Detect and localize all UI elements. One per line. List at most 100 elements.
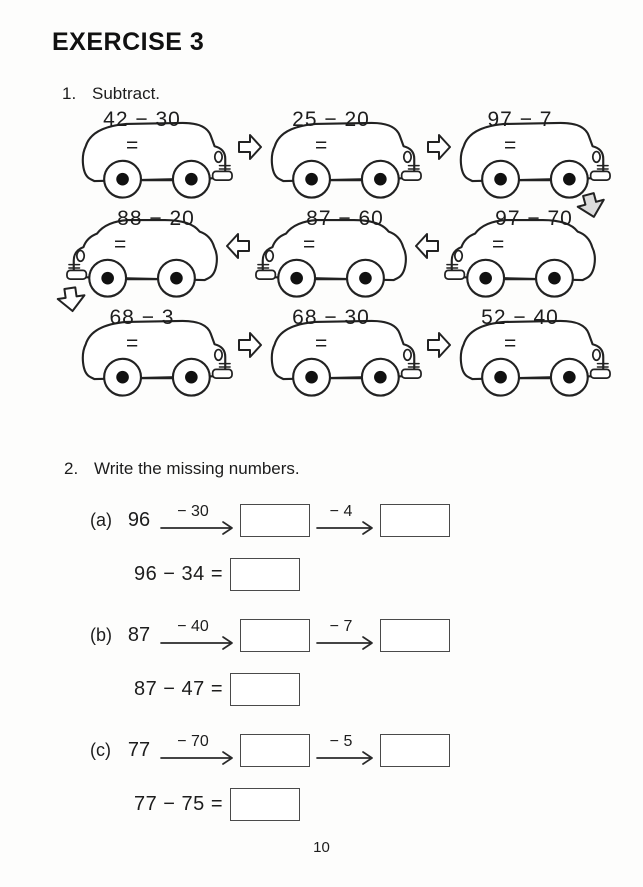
car-equals-sign: = bbox=[315, 134, 328, 157]
answer-box[interactable] bbox=[240, 733, 310, 767]
answer-box[interactable] bbox=[230, 787, 301, 821]
car-van: 68 − 30 = bbox=[267, 304, 422, 399]
minus-step-label: − 30 bbox=[177, 503, 209, 520]
car-equals-sign: = bbox=[315, 332, 328, 355]
car-subtraction-problem: 68 − 30 bbox=[292, 306, 370, 329]
answer-box[interactable] bbox=[230, 557, 301, 591]
headlight-icon bbox=[591, 348, 602, 362]
answer-box[interactable] bbox=[380, 503, 450, 537]
car-equals-sign: = bbox=[492, 233, 505, 256]
bumper-icon bbox=[211, 368, 233, 380]
start-number: 87 bbox=[127, 623, 151, 646]
question-1-number: 1. bbox=[62, 84, 77, 103]
equation-text: 87 − 47 = bbox=[134, 677, 224, 700]
headlight-icon bbox=[402, 348, 413, 362]
number-flow-line: (c)77− 70− 5 bbox=[90, 730, 450, 770]
missing-number-items: (a) 96 − 30 − 4 96 − 34 = (b) 87 − 40 − 7 87 − 47… bbox=[90, 500, 450, 845]
minus-step-arrow: − 5 bbox=[316, 733, 373, 765]
equation-text: 96 − 34 = bbox=[134, 562, 224, 585]
car-illustration bbox=[270, 121, 422, 199]
car-car: 87 − 60 = bbox=[255, 205, 410, 300]
page-title: EXERCISE 3 bbox=[52, 28, 205, 56]
headlight-icon bbox=[591, 150, 602, 164]
bumper-icon bbox=[255, 269, 277, 281]
minus-step-label: − 40 bbox=[177, 618, 209, 635]
answer-box[interactable] bbox=[380, 733, 450, 767]
car-subtraction-problem: 97 − 7 bbox=[487, 108, 553, 131]
equation-line: 96 − 34 = bbox=[134, 556, 450, 592]
flow-arrow-right-icon bbox=[427, 133, 451, 160]
minus-step-arrow: − 40 bbox=[160, 618, 233, 650]
question-2-number: 2. bbox=[64, 459, 79, 478]
headlight-icon bbox=[213, 348, 224, 362]
missing-number-item: (b) 87 − 40 − 7 87 − 47 = bbox=[90, 615, 450, 707]
car-equals-sign: = bbox=[303, 233, 316, 256]
item-label: (c) bbox=[90, 739, 111, 760]
car-subtraction-problem: 52 − 40 bbox=[481, 306, 559, 329]
question-1-prompt: Subtract. bbox=[92, 84, 161, 103]
minus-step-label: − 7 bbox=[330, 618, 353, 635]
minus-step-arrow: − 30 bbox=[160, 503, 233, 535]
answer-box[interactable] bbox=[240, 503, 310, 537]
missing-number-item: (a) 96 − 30 − 4 96 − 34 = bbox=[90, 500, 450, 592]
page-number: 10 bbox=[313, 839, 330, 856]
car-equals-sign: = bbox=[504, 332, 517, 355]
question-2-heading: 2. Write the missing numbers. bbox=[64, 459, 300, 479]
flow-arrow-left-icon bbox=[415, 232, 439, 259]
minus-step-arrow: − 7 bbox=[316, 618, 373, 650]
minus-step-label: − 4 bbox=[330, 503, 353, 520]
car-illustration bbox=[81, 121, 233, 199]
flow-arrow-left-icon bbox=[226, 232, 250, 259]
car-van: 52 − 40 = bbox=[456, 304, 611, 399]
car-subtraction-problem: 87 − 60 bbox=[306, 207, 384, 230]
answer-box[interactable] bbox=[230, 672, 301, 706]
minus-step-label: − 70 bbox=[177, 733, 209, 750]
car-equals-sign: = bbox=[114, 233, 127, 256]
minus-step-arrow: − 70 bbox=[160, 733, 233, 765]
flow-arrow-right-icon bbox=[427, 331, 451, 358]
number-flow-line: (a) 96 − 30 − 4 bbox=[90, 500, 450, 540]
flow-arrow-down-icon bbox=[576, 192, 605, 218]
car-subtraction-problem: 68 − 3 bbox=[109, 306, 175, 329]
car-van: 25 − 20 = bbox=[267, 106, 422, 201]
car-equals-sign: = bbox=[126, 134, 139, 157]
minus-step-arrow: − 4 bbox=[316, 503, 373, 535]
headlight-icon bbox=[264, 249, 275, 263]
start-number: 96 bbox=[127, 508, 151, 531]
bumper-icon bbox=[400, 170, 422, 182]
car-subtraction-problem: 25 − 20 bbox=[292, 108, 370, 131]
bumper-icon bbox=[400, 368, 422, 380]
car-subtraction-problem: 42 − 30 bbox=[103, 108, 181, 131]
car-illustration bbox=[270, 319, 422, 397]
car-illustration bbox=[66, 218, 218, 298]
car-illustration bbox=[444, 218, 596, 298]
question-1-heading: 1. Subtract. bbox=[62, 84, 160, 104]
answer-box[interactable] bbox=[380, 618, 450, 652]
question-2-prompt: Write the missing numbers. bbox=[94, 459, 300, 478]
car-row: 88 − 20=87 − 60=97 − 70= bbox=[66, 205, 643, 300]
car-equals-sign: = bbox=[504, 134, 517, 157]
bumper-icon bbox=[444, 269, 466, 281]
car-equals-sign: = bbox=[126, 332, 139, 355]
car-illustration bbox=[459, 121, 611, 199]
equation-line: 77 − 75 = bbox=[134, 786, 450, 822]
flow-arrow-right-icon bbox=[238, 133, 262, 160]
headlight-icon bbox=[75, 249, 86, 263]
car-row: 68 − 3 = 68 − 30 = 52 − 40 = bbox=[78, 304, 643, 399]
answer-box[interactable] bbox=[240, 618, 310, 652]
car-car: 97 − 70= bbox=[444, 205, 599, 300]
equation-text: 77 − 75 = bbox=[134, 792, 224, 815]
headlight-icon bbox=[402, 150, 413, 164]
number-flow-line: (b) 87 − 40 − 7 bbox=[90, 615, 450, 655]
item-label: (a) bbox=[90, 509, 112, 530]
bumper-icon bbox=[211, 170, 233, 182]
car-car: 88 − 20= bbox=[66, 205, 221, 300]
car-van: 68 − 3 = bbox=[78, 304, 233, 399]
equation-line: 87 − 47 = bbox=[134, 671, 450, 707]
car-illustration bbox=[459, 319, 611, 397]
headlight-icon bbox=[453, 249, 464, 263]
item-label: (b) bbox=[90, 624, 112, 645]
bumper-icon bbox=[589, 368, 611, 380]
